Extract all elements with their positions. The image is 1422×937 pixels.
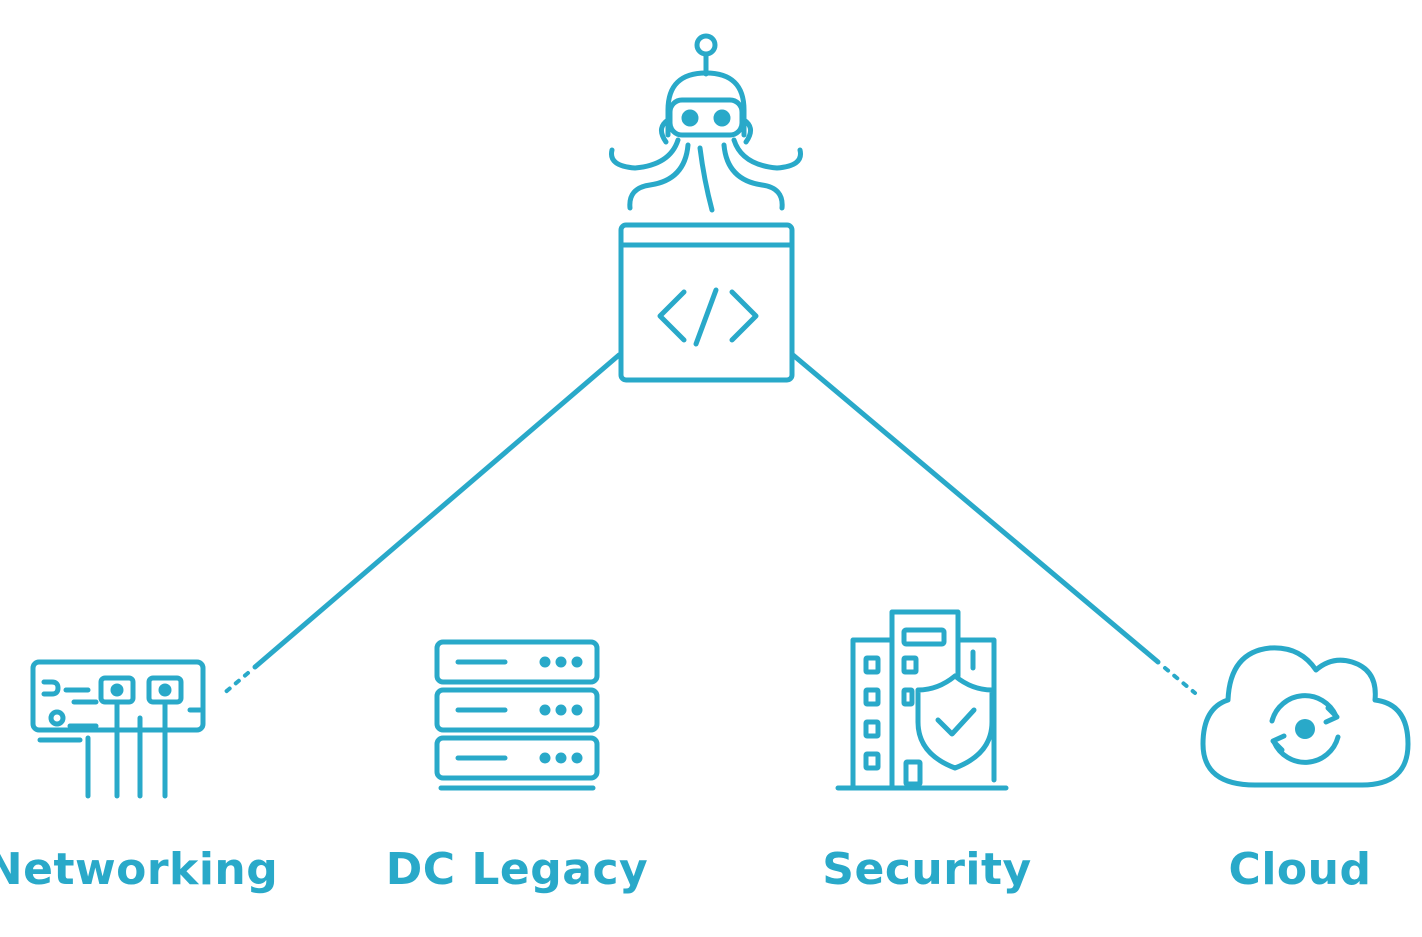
node-label-cloud: Cloud [1229,844,1372,895]
octopus-robot-icon [609,33,803,213]
building-shield-icon [835,609,1009,791]
node-label-security: Security [822,844,1031,895]
cloud-sync-icon [1200,645,1411,788]
network-switch-icon [30,659,206,799]
node-label-networking: Networking [0,844,278,895]
code-window-icon [618,222,795,383]
node-label-dc-legacy: DC Legacy [386,844,648,895]
server-rack-icon [434,639,600,791]
connector-right [790,352,1197,695]
connector-left [220,352,622,697]
